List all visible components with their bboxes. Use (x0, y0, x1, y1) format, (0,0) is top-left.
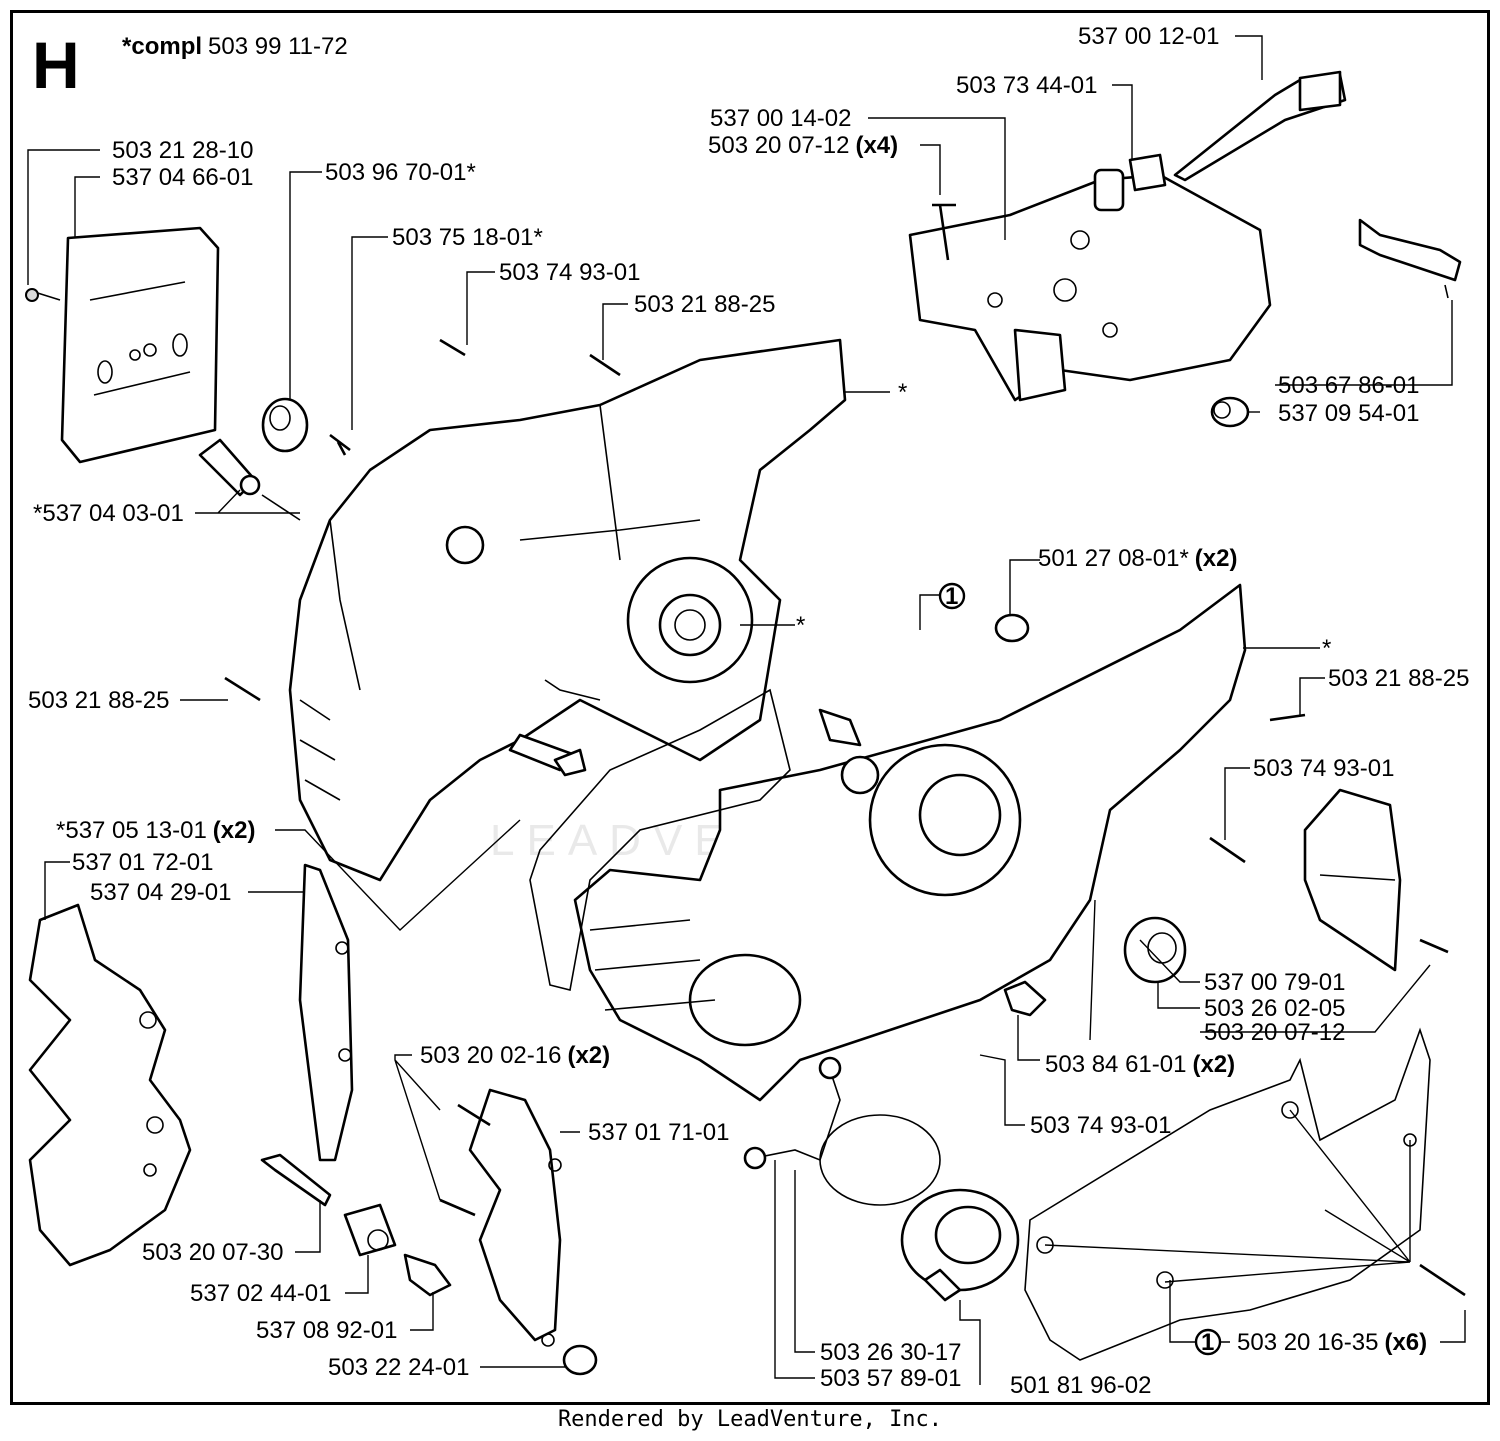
label-503-74-93-01-a: 503 74 93-01 (499, 259, 640, 286)
label-503-22-24-01: 503 22 24-01 (328, 1354, 469, 1381)
strip-plate (298, 863, 354, 1162)
label-503-20-07-30: 503 20 07-30 (142, 1239, 283, 1266)
label-537-00-14-02: 537 00 14-02 (710, 105, 851, 132)
bushing-small-parts (198, 338, 621, 702)
bolt-assembly (260, 1153, 598, 1376)
plug (1210, 396, 1250, 428)
label-503-21-28-10: 503 21 28-10 (112, 137, 253, 164)
label-503-84-61-01-x2: 503 84 61-01(x2) (1045, 1051, 1235, 1078)
diagram-frame (10, 10, 1490, 1405)
footer-credit: Rendered by LeadVenture, Inc. (557, 1407, 943, 1432)
left-crankcase-half (288, 338, 847, 882)
label-537-00-79-01: 537 00 79-01 (1204, 969, 1345, 996)
label-537-02-44-01: 537 02 44-01 (190, 1280, 331, 1307)
label-asterisk-c: * (1322, 635, 1331, 662)
filler-cap (743, 1056, 1020, 1302)
compl-prefix: *compl (122, 33, 202, 60)
label-501-27-08-01-x2: 501 27 08-01*(x2) (1038, 545, 1237, 572)
left-gasket (529, 688, 791, 991)
label-503-74-93-01-c: 503 74 93-01 (1030, 1112, 1171, 1139)
section-letter: H (32, 28, 80, 102)
label-asterisk-a: * (898, 379, 907, 406)
label-503-67-86-01: 503 67 86-01 (1278, 372, 1419, 399)
seal-ring (1123, 916, 1187, 984)
top-cover (908, 153, 1272, 402)
side-cover (1209, 713, 1449, 972)
label-503-57-89-01: 503 57 89-01 (820, 1365, 961, 1392)
callout-1-top: 1 (938, 582, 966, 610)
right-crankcase-half (573, 583, 1247, 1102)
label-503-20-02-16-x2: 503 20 02-16(x2) (420, 1042, 610, 1069)
callout-1-bottom: 1 (1194, 1328, 1222, 1356)
label-503-20-07-12-b: 503 20 07-12 (1204, 1019, 1345, 1046)
label-537-09-54-01: 537 09 54-01 (1278, 400, 1419, 427)
label-503-21-88-25-b: 503 21 88-25 (1328, 665, 1469, 692)
label-503-73-44-01: 503 73 44-01 (956, 72, 1097, 99)
hose (1358, 218, 1462, 299)
label-537-01-71-01: 537 01 71-01 (588, 1119, 729, 1146)
label-537-01-72-01: 537 01 72-01 (72, 849, 213, 876)
svg-text:1: 1 (945, 583, 958, 610)
label-501-81-96-02: 501 81 96-02 (1010, 1372, 1151, 1399)
label-503-20-07-12-x4: 503 20 07-12(x4) (708, 132, 898, 159)
label-537-04-29-01: 537 04 29-01 (90, 879, 231, 906)
chain-guard-plate (25, 226, 220, 464)
bracket (439, 1088, 562, 1347)
label-503-21-88-25-a: 503 21 88-25 (634, 291, 775, 318)
right-gasket (1024, 1027, 1466, 1361)
throttle-lever (1173, 70, 1347, 182)
label-503-75-18-01: 503 75 18-01* (392, 224, 543, 251)
center-pin (508, 733, 587, 777)
nipple (1003, 980, 1047, 1017)
label-503-21-88-25-c: 503 21 88-25 (28, 687, 169, 714)
label-503-20-16-35-x6: 503 20 16-35(x6) (1237, 1329, 1427, 1356)
svg-text:1: 1 (1201, 1329, 1214, 1356)
label-asterisk-b: * (796, 612, 805, 639)
compl-number: 503 99 11-72 (208, 33, 348, 60)
label-537-05-13-01-x2: *537 05 13-01(x2) (56, 817, 255, 844)
small-bushing (994, 613, 1030, 643)
label-537-04-03-01: *537 04 03-01 (33, 500, 184, 527)
label-537-08-92-01: 537 08 92-01 (256, 1317, 397, 1344)
label-503-26-02-05: 503 26 02-05 (1204, 995, 1345, 1022)
label-537-04-66-01: 537 04 66-01 (112, 164, 253, 191)
label-537-00-12-01: 537 00 12-01 (1078, 23, 1219, 50)
label-503-96-70-01: 503 96 70-01* (325, 159, 476, 186)
left-shield-plate (28, 903, 192, 1267)
label-503-26-30-17: 503 26 30-17 (820, 1339, 961, 1366)
label-503-74-93-01-b: 503 74 93-01 (1253, 755, 1394, 782)
